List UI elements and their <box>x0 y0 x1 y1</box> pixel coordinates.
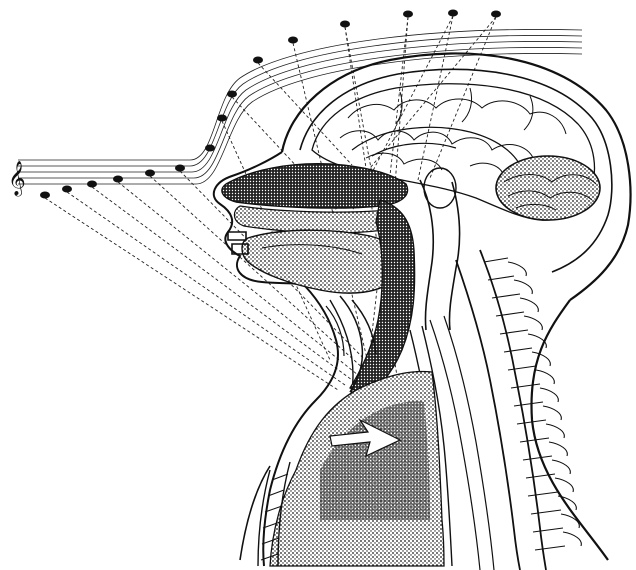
cerebellum <box>496 156 600 220</box>
notes-upper <box>205 10 501 152</box>
musical-staff <box>18 29 582 184</box>
lungs <box>270 372 444 566</box>
tongue <box>242 230 401 293</box>
notes-left <box>40 165 185 199</box>
spinal-column <box>430 250 546 570</box>
treble-clef-icon: 𝄞 <box>8 161 26 197</box>
